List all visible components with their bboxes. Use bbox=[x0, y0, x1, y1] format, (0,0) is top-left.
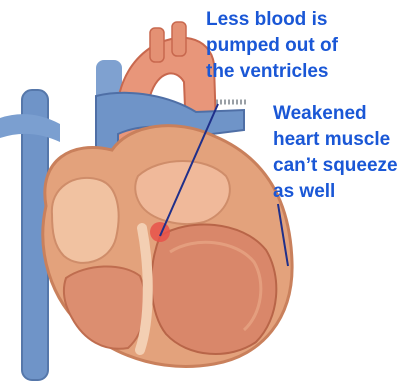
callout-line: as well bbox=[273, 179, 398, 205]
callout-reduced-output: Less blood is pumped out of the ventricl… bbox=[206, 7, 338, 85]
callout-line: can’t squeeze bbox=[273, 153, 398, 179]
right-ventricle bbox=[64, 266, 145, 348]
callout-line: pumped out of bbox=[206, 33, 338, 59]
callout-line: heart muscle bbox=[273, 127, 398, 153]
callout-line: Weakened bbox=[273, 101, 398, 127]
right-atrium bbox=[52, 178, 119, 263]
callout-line: the ventricles bbox=[206, 59, 338, 85]
callout-line: Less blood is bbox=[206, 7, 338, 33]
left-atrium bbox=[135, 161, 230, 224]
callout-weakened-muscle: Weakened heart muscle can’t squeeze as w… bbox=[273, 101, 398, 205]
valve-highlight bbox=[150, 222, 170, 242]
